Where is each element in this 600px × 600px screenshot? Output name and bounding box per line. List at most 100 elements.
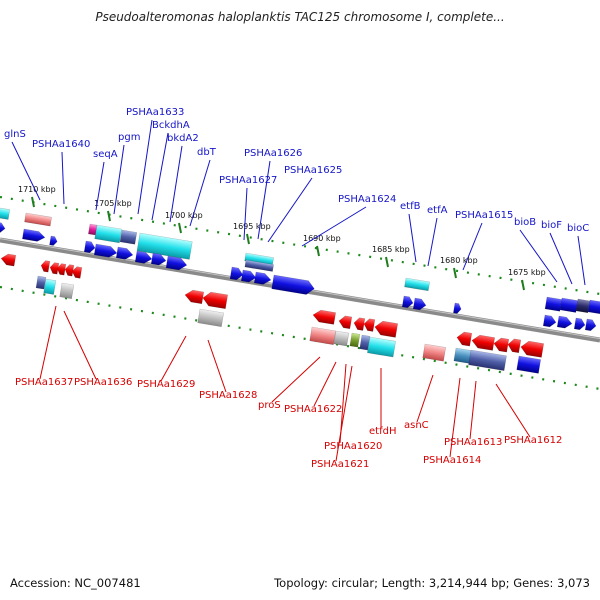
reverse-gene-label[interactable]: PSHAa1614 bbox=[423, 455, 481, 466]
forward-gene bbox=[544, 296, 563, 312]
kbp-tick-label: 1695 kbp bbox=[233, 222, 271, 231]
reverse-gene bbox=[202, 291, 228, 310]
kbp-tick-label: 1680 kbp bbox=[440, 256, 478, 265]
reverse-gene bbox=[349, 332, 361, 348]
reverse-gene bbox=[516, 355, 541, 374]
reverse-gene-shape bbox=[516, 355, 541, 374]
forward-gene bbox=[150, 252, 167, 266]
forward-leader-line bbox=[549, 232, 573, 285]
reverse-gene-shape bbox=[353, 317, 366, 331]
kbp-tick-mark bbox=[107, 210, 111, 222]
forward-gene-label[interactable]: pgm bbox=[118, 132, 140, 143]
forward-gene-label[interactable]: bioF bbox=[541, 220, 562, 231]
forward-leader-line bbox=[151, 132, 169, 221]
forward-gene-label[interactable]: PSHAa1625 bbox=[284, 165, 342, 176]
reverse-gene-label[interactable]: PSHAa1629 bbox=[137, 379, 195, 390]
reverse-gene bbox=[184, 289, 205, 305]
reverse-leader-line bbox=[271, 356, 321, 403]
reverse-gene bbox=[468, 349, 507, 371]
forward-gene-label[interactable]: PSHAa1624 bbox=[338, 194, 396, 205]
forward-gene bbox=[165, 255, 188, 271]
reverse-gene bbox=[71, 266, 83, 279]
forward-gene-label[interactable]: bioB bbox=[514, 217, 536, 228]
kbp-tick-label: 1675 kbp bbox=[508, 268, 546, 277]
forward-gene-shape bbox=[584, 318, 597, 332]
forward-gene-label[interactable]: PSHAa1615 bbox=[455, 210, 513, 221]
reverse-leader-line bbox=[469, 380, 477, 440]
reverse-gene-label[interactable]: PSHAa1620 bbox=[324, 441, 382, 452]
forward-gene-label[interactable]: PSHAa1627 bbox=[219, 175, 277, 186]
forward-gene-label[interactable]: seqA bbox=[93, 149, 118, 160]
reverse-gene-shape bbox=[363, 318, 376, 332]
forward-gene-label[interactable]: PSHAa1633 bbox=[126, 107, 184, 118]
reverse-leader-line bbox=[207, 339, 227, 393]
forward-gene-shape bbox=[229, 266, 244, 281]
kbp-tick-mark bbox=[178, 222, 182, 234]
forward-gene bbox=[542, 314, 557, 328]
forward-gene bbox=[556, 315, 573, 329]
forward-gene-shape bbox=[575, 298, 591, 314]
reverse-gene-shape bbox=[520, 340, 544, 358]
reverse-genes bbox=[0, 253, 544, 374]
reverse-leader-line bbox=[39, 305, 57, 380]
forward-gene-label[interactable]: bioC bbox=[567, 223, 589, 234]
forward-gene-label[interactable]: dbT bbox=[197, 147, 217, 158]
forward-gene bbox=[240, 269, 257, 283]
forward-gene-label[interactable]: glnS bbox=[4, 129, 26, 140]
reverse-gene-shape bbox=[197, 308, 224, 328]
kbp-tick-label: 1685 kbp bbox=[372, 245, 410, 254]
reverse-gene bbox=[363, 318, 376, 332]
forward-gene-shape bbox=[253, 271, 272, 285]
reverse-gene bbox=[359, 334, 371, 351]
reverse-gene-label[interactable]: PSHAa1637 bbox=[15, 377, 73, 388]
forward-gene bbox=[119, 229, 138, 245]
forward-gene bbox=[134, 250, 153, 264]
reverse-gene-label[interactable]: PSHAa1622 bbox=[284, 404, 342, 415]
outer-ring-guide bbox=[0, 195, 600, 296]
reverse-gene-shape bbox=[56, 263, 67, 276]
forward-leader-line bbox=[137, 119, 153, 215]
forward-gene-shape bbox=[136, 232, 193, 260]
reverse-gene-label[interactable]: asnC bbox=[404, 420, 429, 431]
forward-gene-shape bbox=[587, 299, 600, 315]
reverse-gene-label[interactable]: PSHAa1612 bbox=[504, 435, 562, 446]
reverse-gene bbox=[35, 275, 47, 290]
topology-text: Topology: circular; Length: 3,214,944 bp… bbox=[274, 576, 590, 590]
reverse-gene-label[interactable]: PSHAa1621 bbox=[311, 459, 369, 470]
forward-gene-shape bbox=[544, 296, 563, 312]
forward-gene bbox=[94, 224, 122, 244]
reverse-gene-label[interactable]: PSHAa1628 bbox=[199, 390, 257, 401]
reverse-gene bbox=[507, 338, 522, 354]
reverse-gene-shape bbox=[0, 253, 17, 267]
reverse-gene-label[interactable]: PSHAa1636 bbox=[74, 377, 132, 388]
kbp-tick-mark bbox=[316, 245, 320, 257]
forward-gene-label[interactable]: etfA bbox=[427, 205, 448, 216]
reverse-gene-label[interactable]: proS bbox=[258, 400, 281, 411]
forward-gene-shape bbox=[573, 317, 586, 331]
reverse-gene bbox=[353, 317, 366, 331]
reverse-gene-shape bbox=[202, 291, 228, 310]
forward-gene-shape bbox=[0, 206, 11, 220]
forward-gene-label[interactable]: PSHAa1626 bbox=[244, 148, 302, 159]
forward-gene-label[interactable]: PSHAa1640 bbox=[32, 139, 90, 150]
forward-gene-shape bbox=[93, 243, 118, 258]
reverse-gene bbox=[312, 309, 336, 325]
reverse-gene-shape bbox=[49, 262, 60, 275]
forward-leader-line bbox=[301, 206, 367, 247]
reverse-gene bbox=[49, 262, 60, 275]
reverse-gene-label[interactable]: etfdH bbox=[369, 426, 396, 437]
forward-gene-label[interactable]: bkdA2 bbox=[167, 133, 199, 144]
forward-gene bbox=[93, 243, 118, 258]
kbp-tick-label: 1700 kbp bbox=[165, 211, 203, 220]
forward-gene bbox=[412, 297, 427, 311]
forward-gene-label[interactable]: BckdhA bbox=[152, 120, 190, 131]
forward-gene-shape bbox=[240, 269, 257, 283]
reverse-gene-shape bbox=[71, 266, 83, 279]
reverse-gene-shape bbox=[43, 278, 57, 295]
forward-gene-label[interactable]: etfB bbox=[400, 201, 421, 212]
forward-leader-line bbox=[169, 145, 183, 223]
forward-gene bbox=[253, 271, 272, 285]
reverse-gene-shape bbox=[333, 330, 350, 347]
reverse-gene-label[interactable]: PSHAa1613 bbox=[444, 437, 502, 448]
forward-gene-shape bbox=[559, 297, 579, 313]
